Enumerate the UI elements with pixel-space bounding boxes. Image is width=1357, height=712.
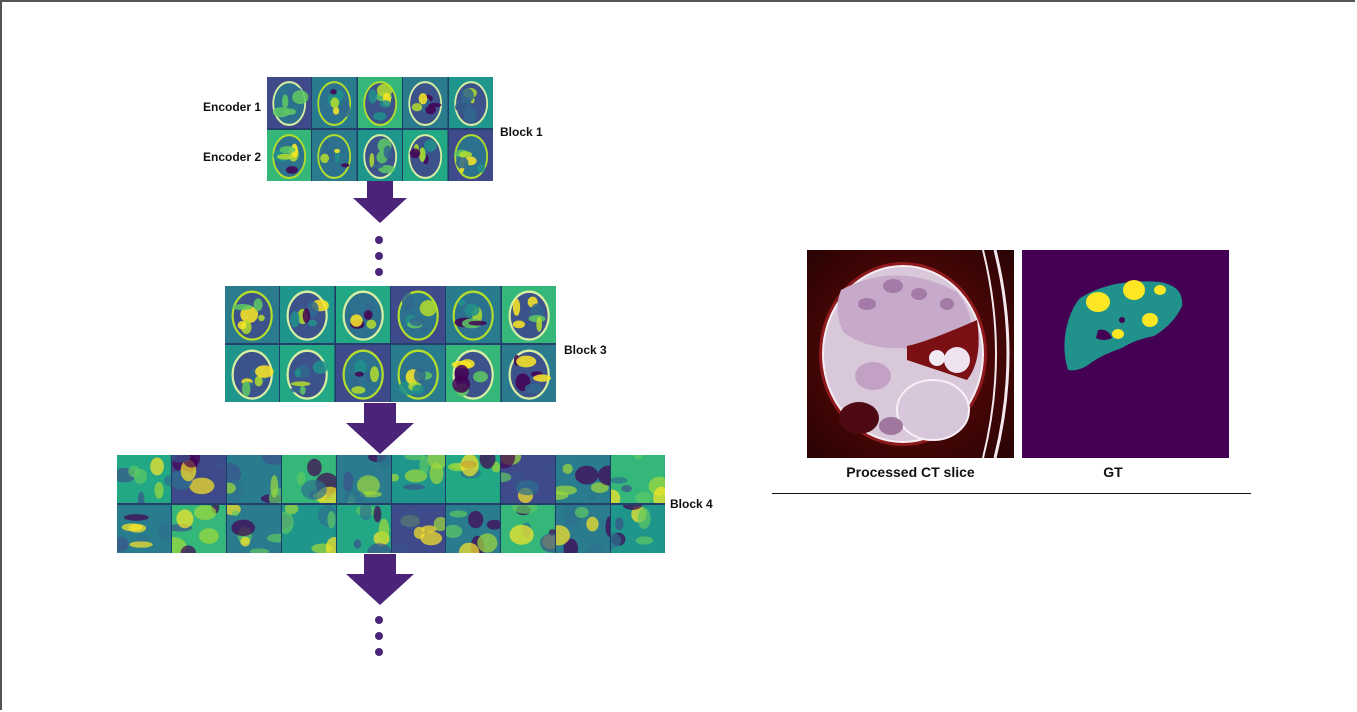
feature-map-tile <box>336 455 392 503</box>
feature-map-tile <box>501 505 557 553</box>
block-3-encoder-1-row <box>225 286 556 343</box>
ellipsis-dot <box>375 252 383 260</box>
feature-map-tile <box>226 455 282 503</box>
feature-map-tile <box>446 505 502 553</box>
feature-map-tile <box>117 505 172 553</box>
feature-map-tile <box>281 505 337 553</box>
down-arrow-1 <box>353 181 407 223</box>
encoder-1-label: Encoder 1 <box>203 100 262 114</box>
feature-map-tile <box>280 345 336 402</box>
feature-map-tile <box>501 286 556 343</box>
feature-map-tile <box>357 130 404 181</box>
feature-map-tile <box>611 505 666 553</box>
feature-map-tile <box>501 345 556 402</box>
caption-divider <box>772 493 1251 494</box>
ellipsis-dot <box>375 236 383 244</box>
feature-map-tile <box>280 286 336 343</box>
block-4-feature-maps <box>117 455 666 553</box>
feature-map-tile <box>501 455 557 503</box>
feature-map-tile <box>390 345 447 402</box>
feature-map-tile <box>267 77 313 128</box>
block-4-encoder-1-row <box>117 455 666 503</box>
feature-map-tile <box>390 286 447 343</box>
feature-map-tile <box>267 130 313 181</box>
feature-map-tile <box>171 455 227 503</box>
feature-map-tile <box>448 130 494 181</box>
feature-map-tile <box>336 505 392 553</box>
block-1-feature-maps <box>267 77 494 181</box>
feature-map-tile <box>446 286 502 343</box>
ground-truth-mask <box>1022 250 1229 458</box>
feature-map-tile <box>225 286 281 343</box>
feature-map-tile <box>335 345 391 402</box>
block-3-feature-maps <box>225 286 556 402</box>
block-4-encoder-2-row <box>117 505 666 553</box>
gt-caption: GT <box>1103 464 1123 480</box>
feature-map-tile <box>556 505 612 553</box>
feature-map-tile <box>446 345 502 402</box>
down-arrow-2 <box>346 403 414 454</box>
ellipsis-dot <box>375 268 383 276</box>
feature-map-tile <box>117 455 172 503</box>
feature-map-tile <box>391 505 447 553</box>
feature-map-tile <box>312 130 358 181</box>
block-1-encoder-2-row <box>267 130 494 181</box>
feature-map-tile <box>225 345 281 402</box>
feature-map-tile <box>403 77 449 128</box>
block-3-label: Block 3 <box>564 343 607 357</box>
feature-map-tile <box>226 505 282 553</box>
feature-map-tile <box>611 455 666 503</box>
feature-map-tile <box>357 77 404 128</box>
ellipsis-dot <box>375 616 383 624</box>
ellipsis-dot <box>375 648 383 656</box>
feature-map-tile <box>403 130 449 181</box>
block-3-encoder-2-row <box>225 345 556 402</box>
feature-map-tile <box>312 77 358 128</box>
feature-map-tile <box>281 455 337 503</box>
ellipsis-dot <box>375 632 383 640</box>
feature-map-tile <box>556 455 612 503</box>
block-1-encoder-1-row <box>267 77 494 128</box>
feature-map-tile <box>335 286 391 343</box>
encoder-2-label: Encoder 2 <box>203 150 262 164</box>
feature-map-tile <box>391 455 447 503</box>
processed-ct-image <box>807 250 1014 458</box>
feature-map-tile <box>446 455 502 503</box>
down-arrow-3 <box>346 554 414 605</box>
ct-caption: Processed CT slice <box>846 464 975 480</box>
feature-map-tile <box>171 505 227 553</box>
feature-map-tile <box>448 77 494 128</box>
block-1-label: Block 1 <box>500 125 543 139</box>
block-4-label: Block 4 <box>670 497 713 511</box>
